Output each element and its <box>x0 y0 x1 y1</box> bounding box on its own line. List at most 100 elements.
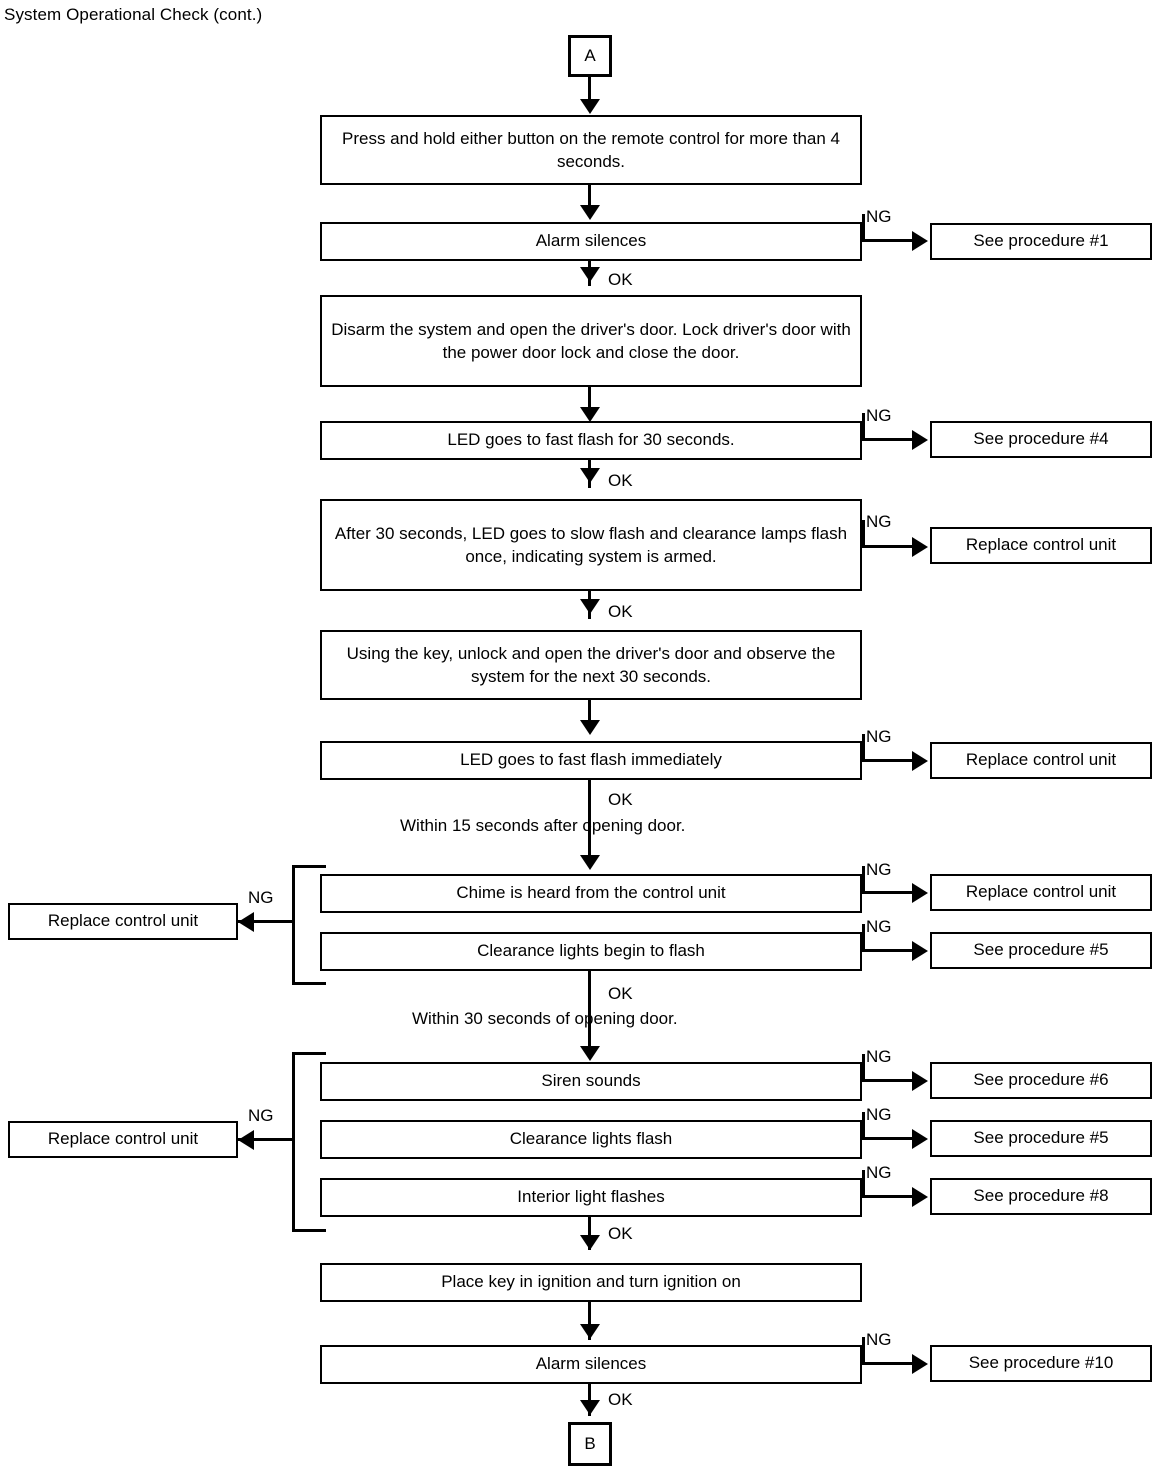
arrow-ledimm-to-chime <box>580 855 600 870</box>
outcome-text: See procedure #4 <box>973 429 1109 449</box>
outcome-procedure-5b: See procedure #5 <box>930 1120 1152 1157</box>
outcome-procedure-6: See procedure #6 <box>930 1062 1152 1099</box>
step-text: Interior light flashes <box>517 1187 665 1207</box>
arrow-a-to-step1 <box>580 99 600 114</box>
connector-step1-to-alarm1 <box>588 185 591 210</box>
ng-label-chime: NG <box>866 860 892 879</box>
ng-line-interior <box>862 1195 918 1198</box>
bracket-group1-spine <box>292 865 295 985</box>
bracket-group2-top-stub <box>292 1052 326 1055</box>
step-clearance-lights-begin: Clearance lights begin to flash <box>320 932 862 971</box>
ng-arrow-interior <box>912 1187 928 1207</box>
arrow-disarm-to-led30 <box>580 407 600 422</box>
bracket-group2-spine <box>292 1052 295 1232</box>
connector-disarm-to-led30 <box>588 387 591 417</box>
bracket-group1-bottom-stub <box>292 982 326 985</box>
ok-label-led30: OK <box>608 471 633 490</box>
connector-a-to-step1 <box>588 77 591 104</box>
outcome-text: Replace control unit <box>965 750 1117 770</box>
step-text: LED goes to fast flash for 30 seconds. <box>447 430 735 450</box>
ng-arrow-clearance-flash <box>912 1129 928 1149</box>
outcome-procedure-5a: See procedure #5 <box>930 932 1152 969</box>
bracket-group1-top-stub <box>292 865 326 868</box>
arrow-led30-to-after30 <box>580 468 600 483</box>
ng-arrow-alarm2 <box>912 1354 928 1374</box>
step-clearance-lights-flash: Clearance lights flash <box>320 1120 862 1159</box>
step-text: LED goes to fast flash immediately <box>460 750 722 770</box>
ng-arrow-led30 <box>912 430 928 450</box>
outcome-text: See procedure #10 <box>968 1353 1114 1373</box>
ng-arrow-chime <box>912 883 928 903</box>
step-text: Alarm silences <box>535 231 647 251</box>
outcome-procedure-1: See procedure #1 <box>930 223 1152 260</box>
outcome-procedure-4: See procedure #4 <box>930 421 1152 458</box>
ng-line-ledimm <box>862 759 918 762</box>
ng-arrow-siren <box>912 1071 928 1091</box>
step-text: Clearance lights flash <box>509 1129 673 1149</box>
connector-ledimm-to-chime <box>588 780 591 864</box>
ng-line-siren <box>862 1079 918 1082</box>
terminal-a-label: A <box>584 46 596 65</box>
outcome-text: See procedure #5 <box>973 1128 1109 1148</box>
bracket-group2-exit-arrow <box>238 1130 254 1150</box>
ng-label-clearance-flash: NG <box>866 1105 892 1124</box>
step-text: Alarm silences <box>535 1354 647 1374</box>
outcome-text: Replace control unit <box>965 535 1117 555</box>
outcome-replace-unit-left-2: Replace control unit <box>8 1121 238 1158</box>
outcome-procedure-8: See procedure #8 <box>930 1178 1152 1215</box>
outcome-text: See procedure #1 <box>973 231 1109 251</box>
step-text: After 30 seconds, LED goes to slow flash… <box>334 523 848 566</box>
connector-group2-to-placekey <box>588 1217 591 1250</box>
outcome-text: See procedure #5 <box>973 940 1109 960</box>
step-chime-heard: Chime is heard from the control unit <box>320 874 862 913</box>
step-interior-light-flashes: Interior light flashes <box>320 1178 862 1217</box>
outcome-replace-unit-2: Replace control unit <box>930 742 1152 779</box>
step-press-hold-remote: Press and hold either button on the remo… <box>320 115 862 185</box>
outcome-text: Replace control unit <box>47 911 199 931</box>
ng-riser-after30 <box>862 520 865 547</box>
ng-label-ledimm: NG <box>866 727 892 746</box>
step-led-fast-flash-30: LED goes to fast flash for 30 seconds. <box>320 421 862 460</box>
ng-riser-chime <box>862 866 865 893</box>
arrow-after30-to-usingkey <box>580 599 600 614</box>
arrow-alarm1-to-disarm <box>580 267 600 282</box>
step-text: Siren sounds <box>541 1071 641 1091</box>
step-alarm-silences-1: Alarm silences <box>320 222 862 261</box>
ng-arrow-alarm1 <box>912 231 928 251</box>
outcome-text: See procedure #8 <box>973 1186 1109 1206</box>
ng-label-interior: NG <box>866 1163 892 1182</box>
ok-label-group1: OK <box>608 984 633 1003</box>
connector-placekey-to-alarm2 <box>588 1302 591 1340</box>
outcome-text: Replace control unit <box>965 882 1117 902</box>
arrow-step1-to-alarm1 <box>580 205 600 220</box>
ok-label-group2: OK <box>608 1224 633 1243</box>
outcome-replace-unit-left-1: Replace control unit <box>8 903 238 940</box>
ok-label-after30: OK <box>608 602 633 621</box>
step-siren-sounds: Siren sounds <box>320 1062 862 1101</box>
ng-riser-siren <box>862 1054 865 1081</box>
step-led-fast-flash-immediately: LED goes to fast flash immediately <box>320 741 862 780</box>
ng-riser-clearance-flash <box>862 1112 865 1139</box>
ng-arrow-clearance-begin <box>912 941 928 961</box>
step-text: Using the key, unlock and open the drive… <box>346 643 836 686</box>
arrow-usingkey-to-ledimm <box>580 720 600 735</box>
ng-label-group1: NG <box>248 888 274 907</box>
ng-line-after30 <box>862 545 918 548</box>
note-within-30-seconds: Within 30 seconds of opening door. <box>412 1009 678 1028</box>
outcome-procedure-10: See procedure #10 <box>930 1345 1152 1382</box>
bracket-group1-exit-arrow <box>238 912 254 932</box>
bracket-group2-bottom-stub <box>292 1229 326 1232</box>
ng-line-alarm1 <box>862 239 918 242</box>
arrow-group2-to-placekey <box>580 1235 600 1250</box>
ng-riser-interior <box>862 1170 865 1197</box>
terminal-b-label: B <box>584 1434 596 1453</box>
outcome-replace-unit-3: Replace control unit <box>930 874 1152 911</box>
terminal-a: A <box>568 35 612 77</box>
ng-line-chime <box>862 891 918 894</box>
ok-label-ledimm: OK <box>608 790 633 809</box>
ng-label-after30: NG <box>866 512 892 531</box>
step-text: Press and hold either button on the remo… <box>341 128 840 171</box>
outcome-replace-unit-1: Replace control unit <box>930 527 1152 564</box>
bracket-group2-exit-line <box>238 1138 294 1141</box>
ng-riser-ledimm <box>862 734 865 761</box>
